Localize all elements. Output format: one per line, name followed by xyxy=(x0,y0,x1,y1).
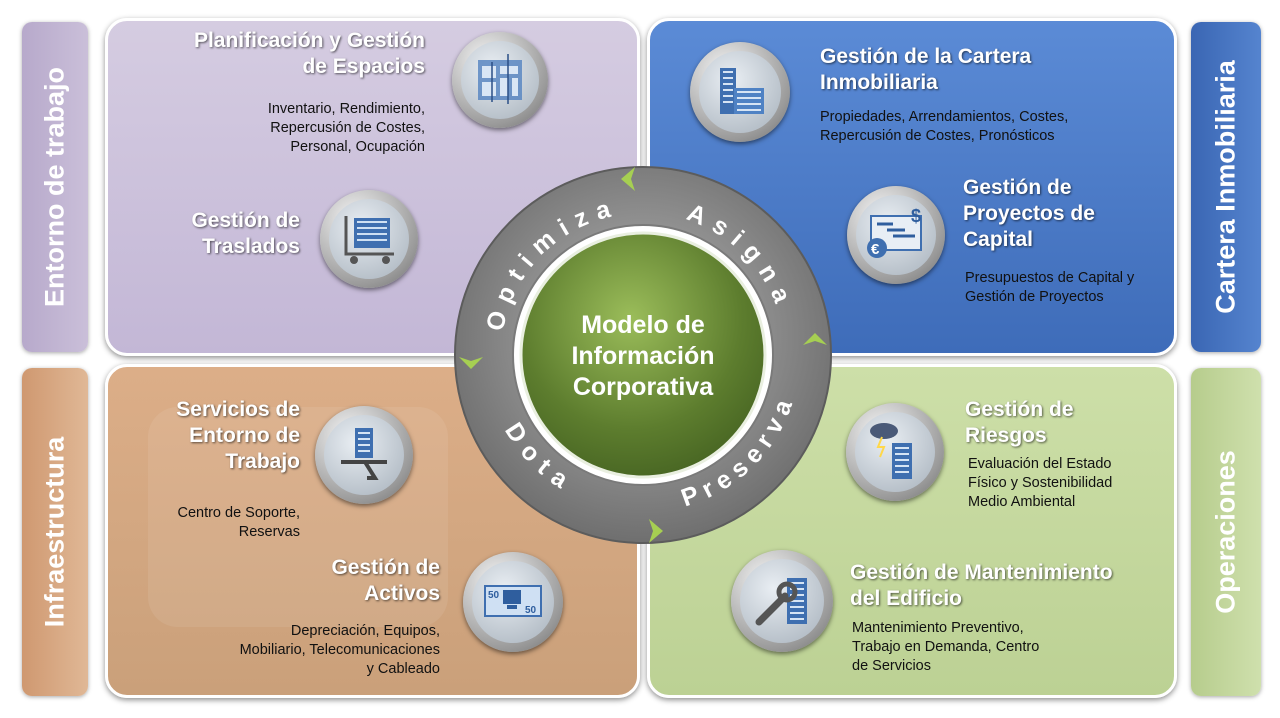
title-space-management: Planificación y Gestión de Espacios xyxy=(193,29,425,78)
arrow-right-icon xyxy=(803,333,827,345)
desc-maintenance: Mantenimiento Preventivo, Trabajo en Dem… xyxy=(852,620,1040,674)
arrow-left-icon xyxy=(459,357,483,369)
buildings-icon xyxy=(690,42,790,142)
wrench-building-icon xyxy=(731,550,833,652)
moving-cart-icon xyxy=(320,190,418,288)
side-label-infraestructura: Infraestructura xyxy=(22,368,88,696)
svg-text:€: € xyxy=(871,241,880,258)
svg-text:50: 50 xyxy=(488,590,500,601)
side-label-entorno: Entorno de trabajo xyxy=(22,22,88,352)
desc-capital-projects: Presupuestos de Capital y Gestión de Pro… xyxy=(965,270,1135,305)
service-tray-building-icon xyxy=(315,406,413,504)
title-capital-projects: Gestión de Proyectos de Capital xyxy=(963,176,1095,251)
desc-risk: Evaluación del Estado Físico y Sostenibi… xyxy=(968,456,1113,510)
title-portfolio: Gestión de la Cartera Inmobiliaria xyxy=(820,45,1032,94)
central-ring: Optimiza Asigna Dota Preserva Modelo de … xyxy=(454,166,832,544)
arrow-bottom-icon xyxy=(649,519,663,543)
currency-plan-icon: $€ xyxy=(847,186,945,284)
center-line-2: Información xyxy=(571,342,714,370)
center-line-3: Corporativa xyxy=(573,373,714,401)
side-label-operaciones: Operaciones xyxy=(1191,368,1261,696)
side-label-cartera: Cartera Inmobiliaria xyxy=(1191,22,1261,352)
desc-workplace-services: Centro de Soporte, Reservas xyxy=(177,505,300,540)
title-maintenance: Gestión de Mantenimiento del Edificio xyxy=(850,561,1113,610)
title-workplace-services: Servicios de Entorno de Trabajo xyxy=(176,398,300,473)
svg-text:$: $ xyxy=(911,206,921,226)
desc-assets: Depreciación, Equipos, Mobiliario, Telec… xyxy=(239,623,440,677)
floor-plan-icon xyxy=(452,32,548,128)
title-assets: Gestión de Activos xyxy=(331,556,440,605)
banknote-computer-icon: 50 50 xyxy=(463,552,563,652)
desc-space-management: Inventario, Rendimiento, Repercusión de … xyxy=(267,101,425,155)
desc-portfolio: Propiedades, Arrendamientos, Costes, Rep… xyxy=(820,109,1069,144)
center-line-1: Modelo de xyxy=(581,311,705,339)
storm-building-icon xyxy=(846,403,944,501)
title-risk: Gestión de Riesgos xyxy=(965,398,1074,447)
title-moves: Gestión de Traslados xyxy=(191,209,300,258)
svg-text:50: 50 xyxy=(525,605,537,616)
arrow-top-icon xyxy=(621,167,635,191)
